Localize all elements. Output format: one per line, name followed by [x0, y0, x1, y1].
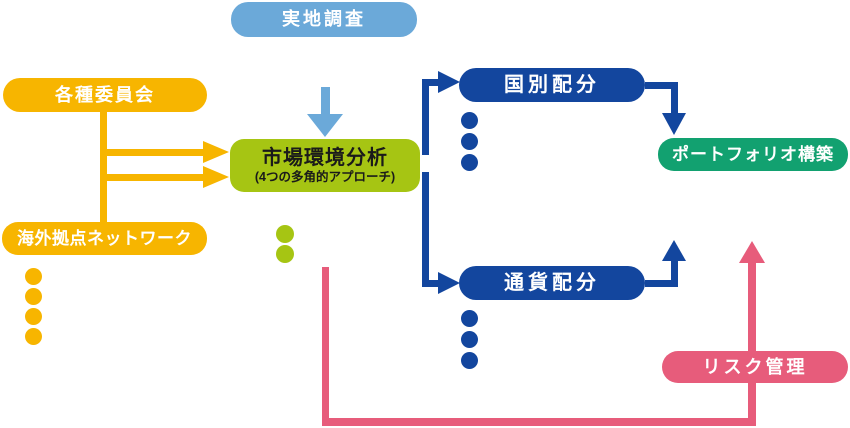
node-committees-label: 各種委員会	[55, 84, 155, 105]
connector-committees-to-analysis-line	[100, 149, 205, 156]
node-risk-management-label: リスク管理	[702, 356, 808, 377]
ellipsis-dot-icon	[461, 331, 478, 348]
node-overseas-network-label: 海外拠点ネットワーク	[17, 228, 192, 248]
ellipsis-dot-icon	[276, 225, 294, 243]
ellipsis-dot-icon	[461, 352, 478, 369]
node-currency-allocation: 通貨配分	[459, 266, 645, 300]
country-ellipsis-dots	[461, 112, 478, 171]
node-country-allocation: 国別配分	[459, 68, 645, 102]
arrowhead-committees-to-analysis-icon	[203, 141, 229, 163]
overseas-ellipsis-dots	[25, 268, 42, 345]
node-field-survey-label: 実地調査	[282, 9, 366, 30]
node-portfolio-construction-label: ポートフォリオ構築	[672, 144, 834, 164]
node-currency-allocation-label: 通貨配分	[504, 271, 600, 294]
connector-country-to-portfolio-line	[645, 82, 678, 89]
connector-analysis-to-currency-vertical	[422, 172, 429, 287]
connector-analysis-to-country-line	[422, 79, 440, 86]
ellipsis-dot-icon	[461, 112, 478, 129]
connector-survey-to-analysis-line	[321, 87, 330, 116]
connector-currency-up-line	[645, 280, 678, 287]
connector-risk-right-vertical	[748, 262, 756, 426]
node-portfolio-construction: ポートフォリオ構築	[658, 138, 848, 171]
node-country-allocation-label: 国別配分	[504, 73, 600, 96]
arrowhead-currency-up-icon	[662, 240, 686, 261]
arrowhead-analysis-to-currency-icon	[438, 272, 460, 294]
ellipsis-dot-icon	[276, 245, 294, 263]
connector-currency-up-vertical	[671, 260, 678, 287]
ellipsis-dot-icon	[461, 133, 478, 150]
connector-analysis-to-country-vertical	[422, 79, 429, 155]
connector-risk-bottom-line	[322, 418, 756, 426]
ellipsis-dot-icon	[461, 154, 478, 171]
arrowhead-analysis-to-country-icon	[438, 71, 460, 93]
node-risk-management: リスク管理	[662, 351, 848, 383]
node-market-analysis-title: 市場環境分析	[262, 146, 388, 169]
arrowhead-risk-up-icon	[739, 241, 765, 263]
ellipsis-dot-icon	[25, 308, 42, 325]
analysis-ellipsis-dots	[276, 225, 294, 263]
node-committees: 各種委員会	[3, 78, 207, 112]
connector-committees-overseas-vertical	[100, 112, 107, 222]
ellipsis-dot-icon	[25, 328, 42, 345]
ellipsis-dot-icon	[461, 310, 478, 327]
node-market-analysis: 市場環境分析 (4つの多角的アプローチ)	[230, 139, 420, 192]
node-overseas-network: 海外拠点ネットワーク	[2, 222, 207, 255]
ellipsis-dot-icon	[25, 268, 42, 285]
ellipsis-dot-icon	[25, 288, 42, 305]
currency-ellipsis-dots	[461, 310, 478, 369]
connector-risk-left-vertical	[322, 267, 329, 422]
connector-analysis-to-currency-line	[422, 280, 440, 287]
node-field-survey: 実地調査	[231, 2, 417, 37]
arrowhead-overseas-to-analysis-icon	[203, 166, 229, 188]
arrowhead-country-to-portfolio-icon	[662, 113, 686, 135]
arrowhead-survey-to-analysis-icon	[307, 114, 343, 137]
node-market-analysis-subtitle: (4つの多角的アプローチ)	[254, 169, 396, 184]
connector-overseas-to-analysis-line	[100, 174, 205, 181]
connector-country-to-portfolio-vertical	[671, 82, 678, 115]
